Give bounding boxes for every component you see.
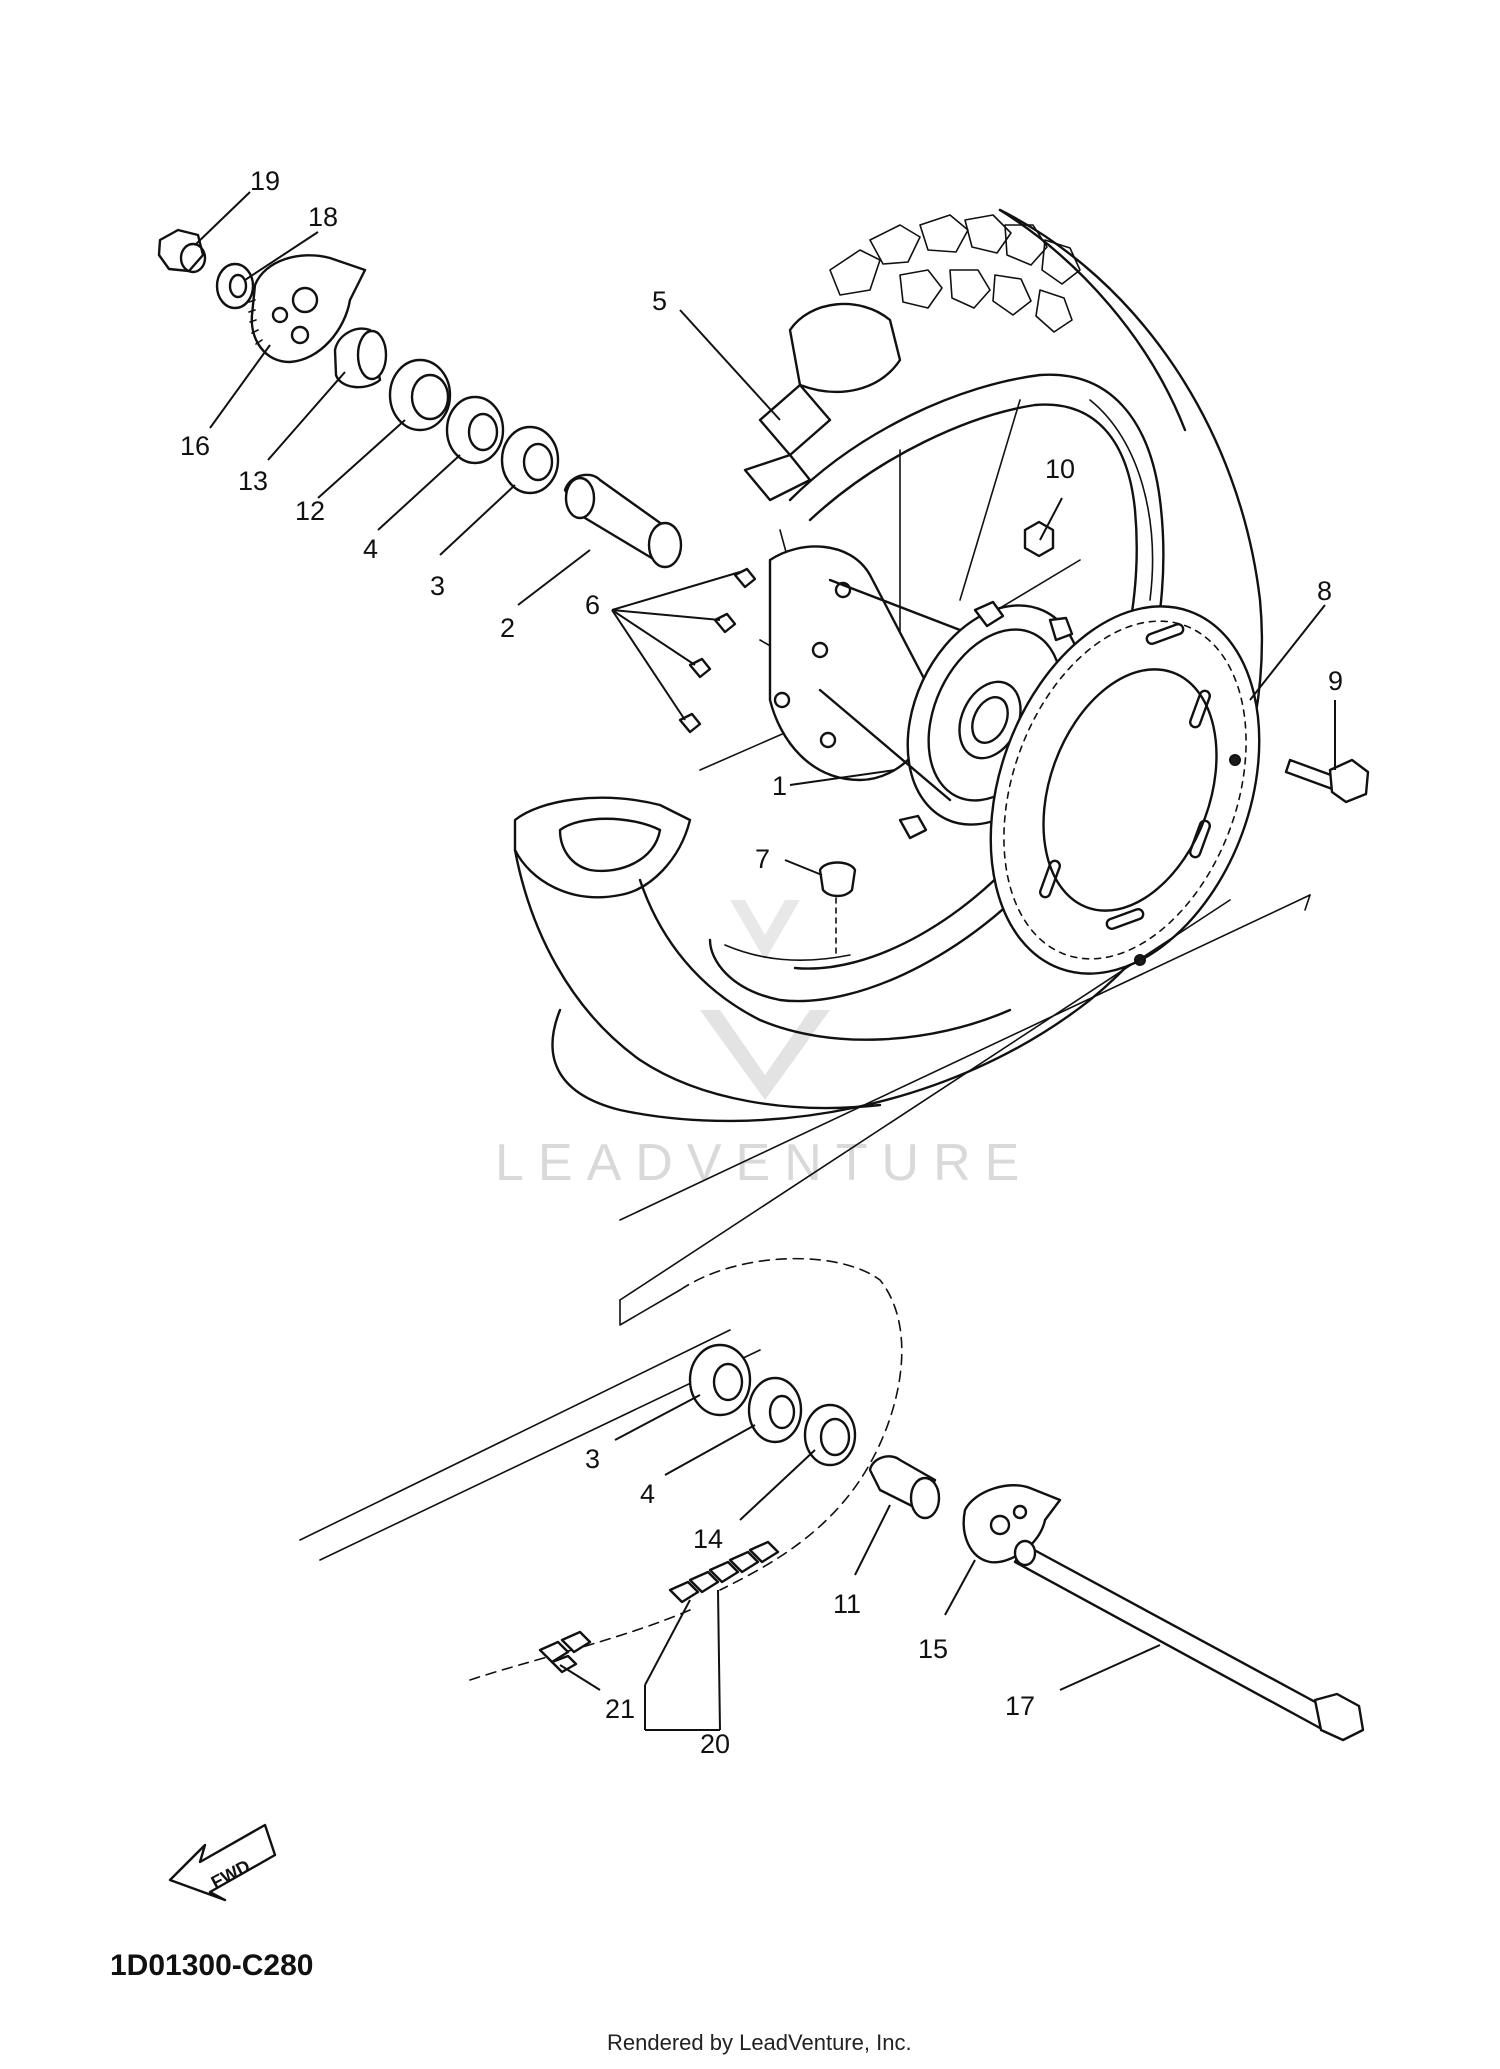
chain-adjuster-16 xyxy=(248,254,367,364)
callout-2: 2 xyxy=(500,613,515,643)
washer-18 xyxy=(215,262,255,310)
callout-9: 9 xyxy=(1328,666,1343,696)
callout-12: 12 xyxy=(295,496,325,526)
collar-13 xyxy=(333,327,388,389)
diagram-code: 1D01300-C280 xyxy=(110,1949,313,1982)
oil-seal-14 xyxy=(803,1403,857,1467)
bearing-4-lower xyxy=(747,1376,803,1444)
callout-15: 15 xyxy=(918,1634,948,1664)
callout-4-lower: 4 xyxy=(640,1479,655,1509)
chain-joint-21 xyxy=(538,1630,592,1674)
callout-8: 8 xyxy=(1317,576,1332,606)
callout-19: 19 xyxy=(250,166,280,196)
callout-16: 16 xyxy=(180,431,210,461)
callout-5: 5 xyxy=(652,286,667,316)
callout-3-upper: 3 xyxy=(430,571,445,601)
callout-20: 20 xyxy=(700,1729,730,1759)
callout-7: 7 xyxy=(755,844,770,874)
callout-4-upper: 4 xyxy=(363,534,378,564)
callout-18: 18 xyxy=(308,202,338,232)
balance-weight-10 xyxy=(1023,520,1055,558)
chain-adjuster-15 xyxy=(962,1484,1062,1564)
callouts: 19 18 16 13 12 4 3 2 5 6 10 8 9 1 7 3 4 … xyxy=(180,166,1343,1759)
callout-6: 6 xyxy=(585,590,600,620)
callout-3-lower: 3 xyxy=(585,1444,600,1474)
callout-11: 11 xyxy=(833,1589,861,1619)
bearing-4-upper xyxy=(445,395,505,465)
watermark-text: LEADVENTURE xyxy=(495,1134,1033,1192)
axle-17 xyxy=(1013,1539,1365,1742)
chain-20 xyxy=(668,1540,780,1604)
bearing-3-lower xyxy=(688,1343,752,1417)
rear-tire xyxy=(513,208,1264,1123)
fwd-arrow-icon: FWD xyxy=(168,1823,277,1902)
spoke-nipples-6 xyxy=(678,567,757,734)
tire-tread xyxy=(829,214,1081,333)
bolt-9 xyxy=(1284,758,1370,804)
callout-10: 10 xyxy=(1045,454,1075,484)
spacer-2 xyxy=(563,473,683,569)
axle-nut xyxy=(157,228,207,274)
callout-1: 1 xyxy=(772,771,787,801)
valve-cap-7 xyxy=(818,861,857,956)
oil-seal-12 xyxy=(388,358,452,432)
callout-17: 17 xyxy=(1005,1691,1035,1721)
callout-13: 13 xyxy=(238,466,268,496)
footer-credit: Rendered by LeadVenture, Inc. xyxy=(607,2030,912,2055)
collar-11 xyxy=(868,1455,941,1520)
sprocket xyxy=(989,605,1261,975)
callout-21: 21 xyxy=(605,1694,635,1724)
bearing-3-upper xyxy=(500,425,560,495)
callout-14: 14 xyxy=(693,1524,723,1554)
leader-lines xyxy=(194,191,1336,1731)
